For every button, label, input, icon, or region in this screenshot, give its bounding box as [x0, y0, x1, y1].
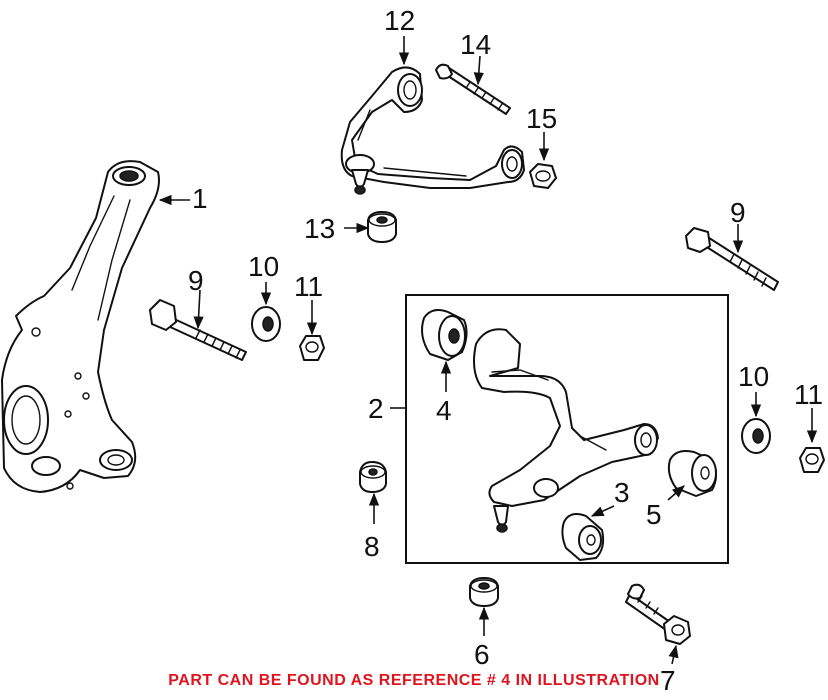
bushing-6: [469, 577, 499, 607]
nut-11-left: [299, 335, 325, 361]
washer-10-right: [741, 418, 771, 454]
callout-13: 13: [304, 213, 335, 244]
callout-11-left: 11: [294, 271, 323, 302]
callout-5: 5: [646, 499, 662, 530]
callout-14: 14: [460, 29, 491, 60]
callout-7: 7: [660, 665, 676, 696]
callout-6: 6: [474, 639, 490, 670]
callout-8: 8: [364, 531, 380, 562]
leader-lines: [158, 36, 818, 665]
washer-10-left: [251, 306, 281, 342]
bolt-9-right: [685, 227, 779, 291]
nut-11-right: [799, 447, 825, 473]
callout-10-left: 10: [248, 251, 279, 282]
callout-15: 15: [526, 103, 557, 134]
callout-2: 2: [368, 393, 384, 424]
callout-10-right: 10: [738, 361, 769, 392]
bolt-14: [435, 63, 511, 115]
lower-control-arm: [473, 328, 659, 533]
bushing-8: [359, 461, 387, 493]
steering-knuckle: [1, 160, 160, 493]
lower-arm-assembly-box: [405, 294, 729, 564]
bushing-3: [561, 513, 605, 561]
callout-9-left: 9: [188, 265, 204, 296]
callout-3: 3: [614, 477, 630, 508]
callout-1: 1: [192, 183, 208, 214]
part-reference-note: PART CAN BE FOUND AS REFERENCE # 4 IN IL…: [168, 672, 660, 689]
callout-4: 4: [436, 395, 452, 426]
nut-15: [529, 163, 557, 189]
bolt-9-left: [149, 299, 247, 361]
bushing-13: [367, 211, 397, 243]
callout-9-right: 9: [730, 197, 746, 228]
callout-labels: 1 2 3 4 5 6 7 8 9 9 10 10 11 11 12 13 14…: [188, 5, 823, 696]
callout-12: 12: [384, 5, 415, 36]
upper-control-arm: [340, 66, 525, 195]
bushing-5: [667, 450, 717, 497]
bolt-7: [625, 583, 691, 645]
callout-11-right: 11: [794, 379, 823, 410]
bushing-4: [421, 309, 468, 361]
